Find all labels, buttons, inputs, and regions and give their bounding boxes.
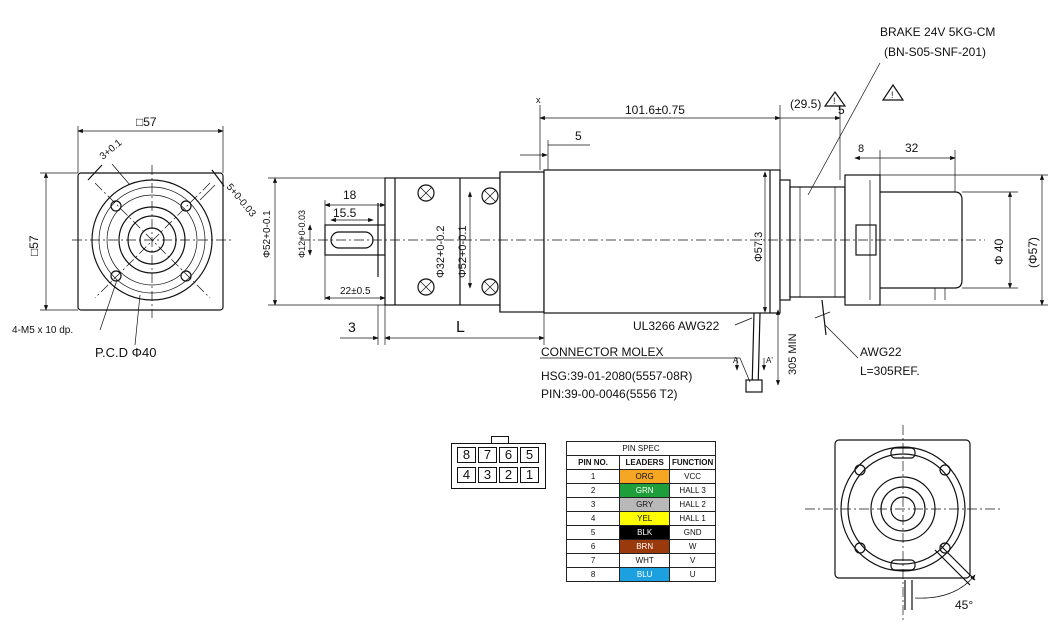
dim-L: L bbox=[456, 319, 465, 336]
dim-3-shaft: 3 bbox=[348, 319, 356, 335]
header-function: FUNCTION bbox=[669, 455, 716, 470]
section-a-prime: A' bbox=[766, 356, 773, 365]
dim-pcd: P.C.D Φ40 bbox=[95, 345, 156, 360]
side-view bbox=[268, 62, 1048, 393]
leader-color: YEL bbox=[619, 511, 671, 526]
dim-m5: 4-M5 x 10 dp. bbox=[12, 325, 73, 336]
pin-function: HALL 3 bbox=[669, 483, 716, 498]
connector-pin: 7 bbox=[478, 447, 497, 463]
warning-icon bbox=[881, 83, 905, 101]
pin-function: U bbox=[669, 567, 716, 582]
dim-12: Φ12+0-0.03 bbox=[297, 210, 307, 258]
connector-pin: 8 bbox=[457, 447, 476, 463]
connector-label-2: HSG:39-01-2080(5557-08R) bbox=[541, 369, 692, 383]
angle-label: 45° bbox=[955, 598, 973, 612]
warning-mark-2: ! bbox=[891, 90, 894, 100]
header-pin-no: PIN NO. bbox=[565, 455, 621, 470]
dim-5: 5+0-0.03 bbox=[224, 182, 258, 220]
dim-3: 3+0.1 bbox=[98, 137, 125, 162]
dim-22: 22±0.5 bbox=[340, 286, 371, 297]
dim-57-3: Φ57.3 bbox=[753, 232, 765, 262]
ul-label: UL3266 AWG22 bbox=[633, 319, 720, 333]
leader-color: GRY bbox=[619, 497, 671, 512]
connector-pinout: 8 7 6 5 4 3 2 1 bbox=[451, 436, 546, 489]
pin-number: 5 bbox=[565, 525, 621, 540]
awg-label-1: AWG22 bbox=[860, 345, 902, 359]
connector-pin: 2 bbox=[499, 467, 518, 483]
connector-pin: 3 bbox=[478, 467, 497, 483]
x-mark: x bbox=[536, 95, 541, 105]
pin-number: 2 bbox=[565, 483, 621, 498]
pin-number: 8 bbox=[565, 567, 621, 582]
leader-color: ORG bbox=[619, 469, 671, 484]
brake-label-1: BRAKE 24V 5KG-CM bbox=[880, 25, 995, 39]
dim-15-5: 15.5 bbox=[333, 206, 357, 220]
pin-function: HALL 2 bbox=[669, 497, 716, 512]
dim-52-left: Φ52+0-0.1 bbox=[262, 210, 273, 258]
warning-mark-1: ! bbox=[833, 96, 836, 106]
pin-spec-title: PIN SPEC bbox=[566, 441, 716, 456]
header-leaders: LEADERS bbox=[619, 455, 671, 470]
dim-square-left: □57 bbox=[27, 235, 41, 256]
pin-function: VCC bbox=[669, 469, 716, 484]
front-view bbox=[40, 126, 232, 346]
leader-color: GRN bbox=[619, 483, 671, 498]
screw-icon bbox=[417, 184, 499, 296]
connector-pin: 5 bbox=[520, 447, 539, 463]
dim-52-gear: Φ52+0-0.1 bbox=[457, 225, 469, 278]
pin-function: W bbox=[669, 539, 716, 554]
leader-color: BRN bbox=[619, 539, 671, 554]
section-a: A bbox=[733, 356, 739, 365]
connector-pin: 1 bbox=[520, 467, 539, 483]
pin-number: 3 bbox=[565, 497, 621, 512]
min-label: 305 MIN bbox=[787, 333, 799, 375]
pin-number: 7 bbox=[565, 553, 621, 568]
dim-40: Φ 40 bbox=[992, 238, 1006, 265]
pin-number: 4 bbox=[565, 511, 621, 526]
leader-color: BLU bbox=[619, 567, 671, 582]
warning-icon bbox=[823, 90, 847, 107]
dim-32: 32 bbox=[905, 141, 919, 155]
dim-square-top: □57 bbox=[136, 115, 157, 129]
dim-18: 18 bbox=[343, 188, 357, 202]
pin-function: HALL 1 bbox=[669, 511, 716, 526]
connector-pin: 6 bbox=[499, 447, 518, 463]
pin-number: 1 bbox=[565, 469, 621, 484]
awg-label-2: L=305REF. bbox=[860, 364, 920, 378]
dim-8: 8 bbox=[858, 143, 864, 155]
connector-label-1: CONNECTOR MOLEX bbox=[541, 345, 663, 359]
pin-function: V bbox=[669, 553, 716, 568]
connector-pin: 4 bbox=[457, 467, 476, 483]
brake-label-2: (BN-S05-SNF-201) bbox=[884, 45, 986, 59]
connector-label-3: PIN:39-00-0046(5556 T2) bbox=[541, 387, 678, 401]
dim-101: 101.6±0.75 bbox=[625, 103, 685, 117]
leader-color: WHT bbox=[619, 553, 671, 568]
dim-32-gear: Φ32+0-0.2 bbox=[435, 225, 447, 278]
pin-number: 6 bbox=[565, 539, 621, 554]
connector-latch bbox=[491, 436, 509, 444]
dim-5-flange: 5 bbox=[575, 129, 582, 143]
dim-29-5: (29.5) bbox=[790, 97, 821, 111]
pin-function: GND bbox=[669, 525, 716, 540]
rear-view bbox=[805, 425, 1000, 620]
dim-5-brake: 5 bbox=[838, 103, 845, 117]
leader-color: BLK bbox=[619, 525, 671, 540]
dim-57-ref: (Φ57) bbox=[1026, 237, 1040, 268]
